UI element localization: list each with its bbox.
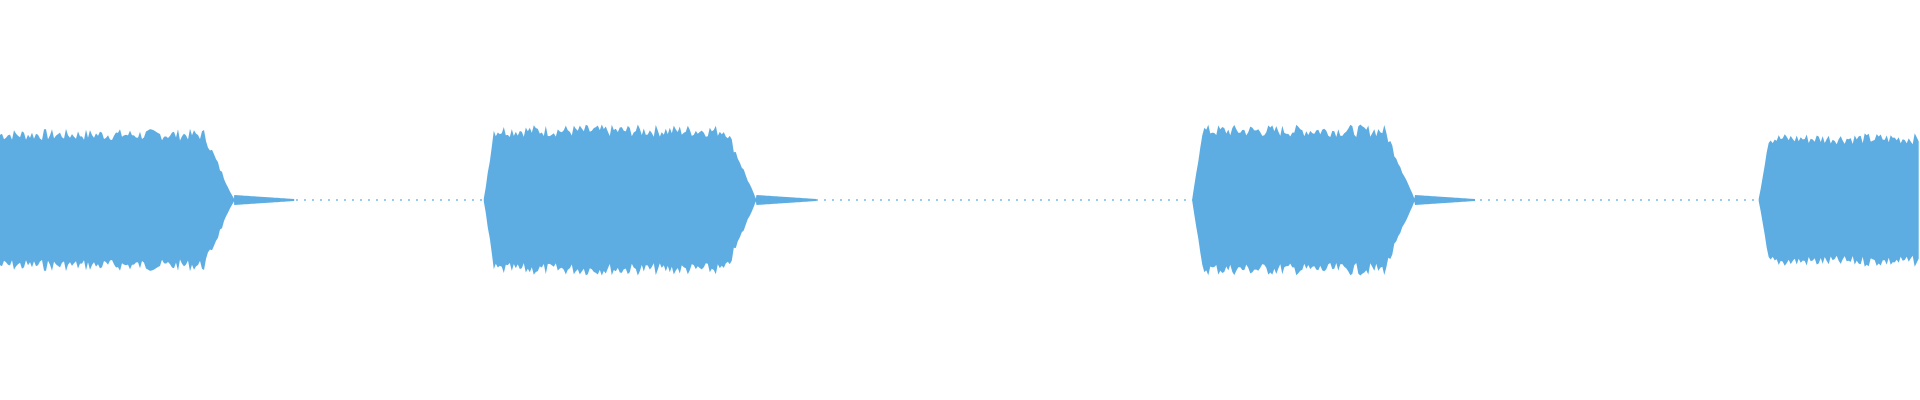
waveform-burst-1	[0, 128, 295, 272]
waveform-burst-3	[1192, 124, 1475, 276]
waveform-burst-2	[483, 124, 817, 276]
waveform-burst-4	[1758, 133, 1919, 267]
